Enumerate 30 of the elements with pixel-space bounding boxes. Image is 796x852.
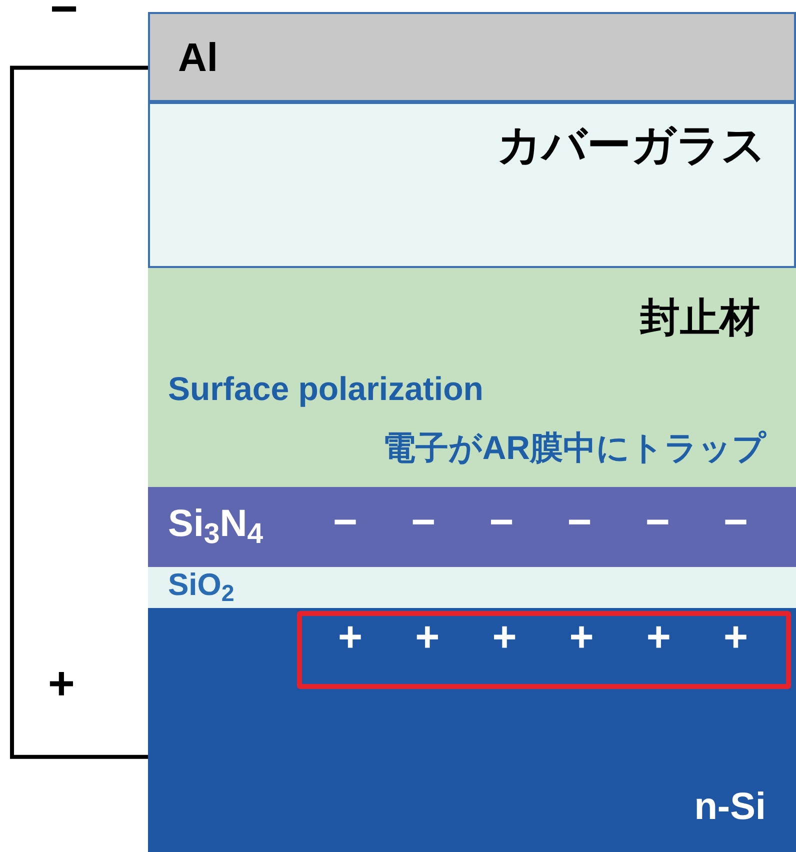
annotation-text: Surface polarization (168, 372, 484, 405)
aluminum-layer (148, 12, 796, 102)
negative-charge-sign: − (489, 501, 514, 543)
negative-charge-sign: − (411, 501, 436, 543)
layer-label: 封止材 (640, 298, 760, 338)
silicon-oxide-layer (148, 567, 796, 608)
silicon-nitride-layer (148, 487, 796, 567)
positive-charge-sign: + (569, 616, 594, 658)
positive-charge-sign: + (723, 616, 748, 658)
negative-charge-sign: − (723, 501, 748, 543)
highlight-box (297, 611, 791, 689)
negative-charge-sign: − (567, 501, 592, 543)
negative-charge-sign: − (333, 501, 358, 543)
layer-label: n-Si (694, 788, 766, 826)
encapsulant-layer (148, 268, 796, 487)
layer-label: Si$_{3}$N$_{4}$ (168, 505, 264, 543)
positive-charge-sign: + (646, 616, 671, 658)
positive-charge-sign: + (338, 616, 363, 658)
positive-terminal-sign: + (48, 660, 75, 706)
annotation-text: 電子がAR膜中にトラップ (382, 431, 766, 464)
cover-glass-layer (148, 102, 796, 268)
layer-label: カバーガラス (497, 124, 766, 168)
layer-label: SiO$_{2}$ (168, 569, 234, 600)
positive-charge-sign: + (492, 616, 517, 658)
wire (10, 66, 148, 759)
positive-charge-sign: + (415, 616, 440, 658)
negative-charge-sign: − (645, 501, 670, 543)
negative-terminal-sign: − (50, 0, 78, 34)
layer-label: Al (178, 38, 218, 78)
silicon-substrate (148, 608, 796, 852)
